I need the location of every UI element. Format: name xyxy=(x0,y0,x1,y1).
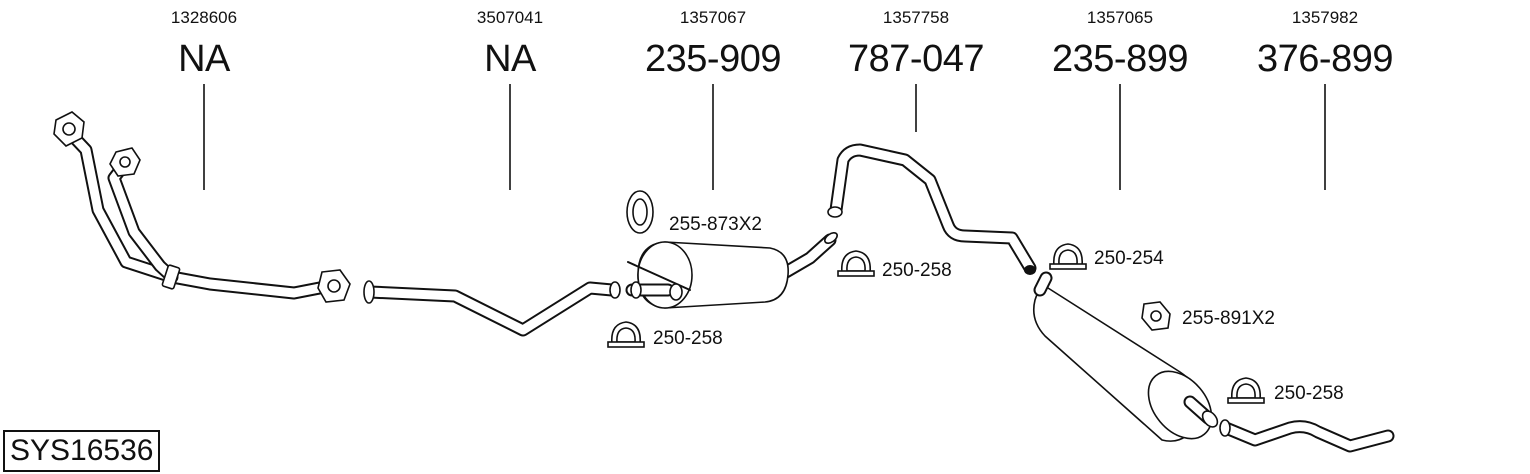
part-code: NA xyxy=(178,38,230,80)
part-code: 787-047 xyxy=(848,38,984,80)
accessory-code: 250-258 xyxy=(882,260,952,281)
front-downpipe xyxy=(53,111,351,303)
pipe-clamp-icon xyxy=(837,250,875,277)
part-code: 376-899 xyxy=(1257,38,1393,80)
accessory-code: 255-873X2 xyxy=(669,214,762,235)
pipe-clamp-icon xyxy=(607,321,645,348)
part-ref-number: 1357758 xyxy=(882,8,950,27)
accessory-code: 250-258 xyxy=(1274,383,1344,404)
part-ref-number: 1357067 xyxy=(679,8,747,27)
part-ref-number: 1357982 xyxy=(1291,8,1359,27)
intermediate-pipe xyxy=(363,280,621,337)
centre-pipe xyxy=(827,143,1037,275)
part-code: 235-899 xyxy=(1052,38,1188,80)
part-ref-number: 3507041 xyxy=(476,8,544,27)
pipe-clamp-icon xyxy=(1227,377,1265,404)
tail-pipe xyxy=(1219,419,1395,453)
front-silencer xyxy=(625,232,838,309)
accessory-code: 250-258 xyxy=(653,328,723,349)
rubber-mount-hanger-icon xyxy=(1141,301,1171,331)
part-ref-number: 1328606 xyxy=(170,8,238,27)
part-code: 235-909 xyxy=(645,38,781,80)
rubber-ring-hanger-icon xyxy=(626,190,654,234)
accessory-code: 250-254 xyxy=(1094,248,1164,269)
accessory-code: 255-891X2 xyxy=(1182,308,1275,329)
rear-silencer xyxy=(1032,271,1219,442)
part-code: NA xyxy=(484,38,536,80)
part-ref-number: 1357065 xyxy=(1086,8,1154,27)
system-code-box: SYS16536 xyxy=(3,430,161,472)
pipe-clamp-icon xyxy=(1049,243,1087,270)
